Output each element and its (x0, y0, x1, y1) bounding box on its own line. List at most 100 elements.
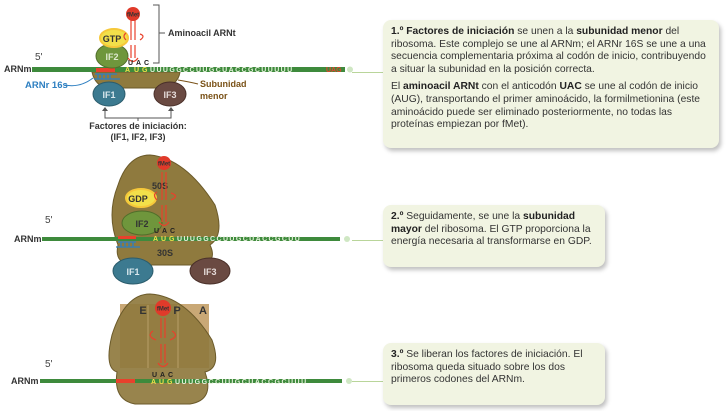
site-a: A (199, 305, 207, 317)
mrna-strand (40, 379, 342, 383)
svg-text:G: G (169, 236, 175, 243)
ribosome (108, 293, 217, 405)
svg-text:G: G (167, 379, 173, 386)
svg-text:IF2: IF2 (135, 219, 148, 229)
text: El (391, 81, 404, 93)
svg-text:A: A (160, 372, 165, 379)
svg-text:fMet: fMet (158, 162, 170, 168)
svg-text:ARNm: ARNm (14, 234, 42, 244)
trna (123, 20, 144, 63)
if1 (92, 81, 126, 107)
rrna-16s (94, 73, 120, 80)
svg-text:GTP: GTP (103, 34, 122, 44)
svg-text:IF3: IF3 (163, 90, 176, 100)
svg-text:C: C (144, 60, 149, 67)
svg-text:C: C (170, 228, 175, 235)
if3 (189, 257, 231, 285)
stop-codon: UAG (326, 67, 342, 74)
connector-line (352, 381, 384, 382)
fmet (126, 7, 140, 21)
step1-description: 1.º Factores de iniciación se unen a la … (383, 20, 719, 148)
text: del ribosoma. El GTP proporciona la ener… (391, 223, 592, 248)
rrna-16s (116, 241, 140, 248)
svg-text:IF2: IF2 (105, 52, 118, 62)
fmet (157, 156, 171, 170)
rrna-label: ARNr 16s (25, 80, 68, 91)
step3-description: 3.º Se liberan los factores de ini­ciaci… (383, 343, 605, 405)
site-e: E (139, 305, 146, 317)
site-p: P (173, 305, 180, 317)
text: se unen a la (514, 26, 577, 37)
svg-text:ARNm: ARNm (11, 376, 39, 386)
svg-text:Factores de iniciación:: Factores de iniciación: (89, 121, 187, 131)
bold-text: 1.º Factores de iniciación (391, 26, 515, 37)
text: del ribosoma. Este complejo se une al AR… (391, 26, 706, 75)
gtp (99, 28, 129, 48)
svg-text:fMet: fMet (157, 307, 169, 313)
fmet (155, 300, 171, 316)
step2-paragraph: 2.º Seguidamente, se une la subu­nidad m… (391, 211, 597, 249)
svg-text:GDP: GDP (128, 194, 148, 204)
svg-text:C: C (168, 372, 173, 379)
step1-paragraph2: El aminoacil ARNt con el anticodón UAC s… (391, 81, 711, 131)
svg-text:30S: 30S (157, 248, 173, 258)
mrna-end (347, 66, 353, 73)
svg-text:(IF1, IF2, IF3): (IF1, IF2, IF3) (110, 132, 165, 142)
svg-text:UUUGGCCUUGCUACCGCUUU: UUUGGCCUUGCUACCGCUUU (175, 379, 308, 386)
bold-text: aminoacil ARNt (403, 81, 479, 93)
bold-text: 2.º (391, 211, 404, 222)
step3-diagram: E P A fMet ARNm 5' U A C A U G UUUGGCCUU… (11, 293, 352, 405)
bold-text: subunidad menor (576, 26, 663, 37)
trna-bracket (153, 4, 165, 64)
svg-text:50S: 50S (152, 181, 168, 191)
step1-diagram: ARNm 5' ARNr 16s IF2 GTP fMet Aminoacil … (4, 4, 353, 142)
bold-text: subu­nidad mayor (391, 211, 576, 235)
svg-text:IF1: IF1 (102, 90, 115, 100)
shine-dalgarno (96, 68, 115, 72)
text: se une al codón de inicio (AUG), transpo… (391, 81, 701, 131)
text: Se liberan los factores de ini­ciación. … (391, 349, 583, 386)
svg-text:5': 5' (45, 215, 53, 226)
trna (153, 172, 177, 227)
bold-text: 3.º (391, 349, 404, 360)
svg-text:5': 5' (45, 359, 53, 370)
if2 (121, 210, 163, 236)
trna (149, 318, 177, 368)
text: Seguidamente, se une la (403, 211, 524, 222)
svg-text:U: U (161, 236, 166, 243)
text: con el anticodón (478, 81, 560, 93)
mrna-sequence: UUUGGCCUUGCUACCGCUUUUU (150, 67, 294, 74)
svg-text:A: A (151, 379, 156, 386)
svg-text:Subunidad: Subunidad (200, 79, 247, 89)
step2-diagram: 50S 30S ARNm 5' IF2 GDP fMet U A C A U G… (14, 154, 350, 285)
svg-text:A: A (162, 228, 167, 235)
svg-text:U: U (152, 372, 157, 379)
mrna-strand (32, 67, 345, 72)
svg-text:A: A (136, 60, 141, 67)
svg-text:U: U (128, 60, 133, 67)
svg-text:IF1: IF1 (126, 267, 139, 277)
mrna-label: ARNm (4, 64, 32, 74)
svg-text:UUUGGCCUUGCUACCGCUU: UUUGGCCUUGCUACCGCUU (177, 236, 301, 243)
step3-paragraph: 3.º Se liberan los factores de ini­ciaci… (391, 349, 597, 387)
bold-text: UAC (559, 81, 582, 93)
svg-text:A: A (153, 236, 158, 243)
step1-paragraph1: 1.º Factores de iniciación se unen a la … (391, 26, 711, 76)
svg-text:A: A (125, 67, 130, 74)
if1 (112, 257, 154, 285)
svg-text:U: U (159, 379, 164, 386)
svg-text:IF3: IF3 (203, 267, 216, 277)
connector-line (352, 240, 384, 241)
step2-description: 2.º Seguidamente, se une la subu­nidad m… (383, 205, 605, 267)
svg-text:U: U (134, 67, 139, 74)
svg-text:menor: menor (200, 91, 228, 101)
five-prime-label: 5' (35, 52, 43, 63)
svg-text:fMet: fMet (127, 13, 139, 19)
svg-text:G: G (142, 67, 148, 74)
svg-text:U: U (154, 228, 159, 235)
connector-line (352, 72, 384, 73)
if3 (153, 81, 187, 107)
mrna-strand (42, 237, 340, 241)
trna-label: Aminoacil ARNt (168, 28, 236, 38)
